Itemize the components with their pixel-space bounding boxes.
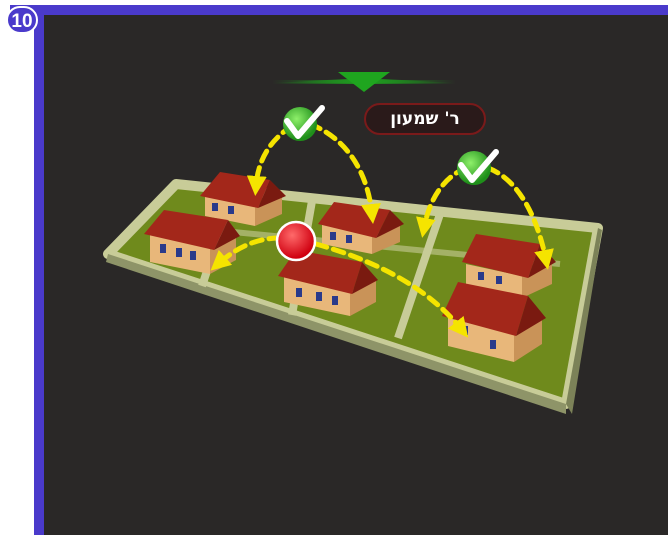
down-triangle-pointer (272, 72, 456, 92)
arrow (256, 126, 292, 186)
check-icon (283, 107, 322, 141)
slide-number-badge: 10 (6, 6, 38, 34)
red-dot-icon (277, 222, 315, 260)
owner-label: ר' שמעון (364, 103, 486, 135)
check-icon (457, 151, 496, 185)
